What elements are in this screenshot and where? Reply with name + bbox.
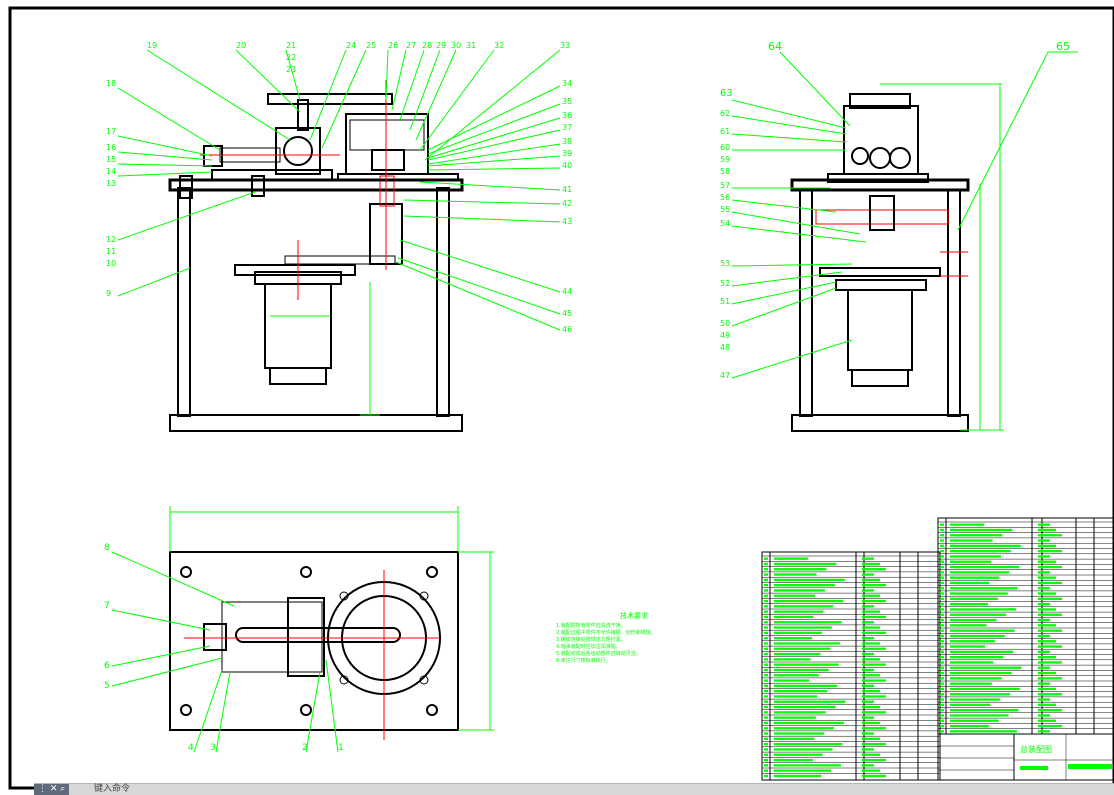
balloon-46: 46 — [562, 325, 572, 334]
balloon-56: 56 — [720, 193, 730, 202]
balloon-49: 49 — [720, 331, 730, 340]
drawing-name: 总装配图 — [1020, 744, 1052, 754]
balloon-29: 29 — [436, 41, 446, 50]
balloon-31: 31 — [466, 41, 476, 50]
front-view-balloons: 19 20 21 22 23 24 25 26 27 28 29 30 31 3… — [106, 41, 572, 334]
balloon-50: 50 — [720, 319, 730, 328]
balloon-1: 1 — [338, 743, 344, 753]
technical-requirements: 技术要求 1.装配前所有零件应清洗干净。 2.装配过程中零件不允许磕碰、划伤和锈… — [556, 611, 656, 664]
balloon-62: 62 — [720, 109, 730, 118]
parts-list — [761, 517, 1114, 781]
balloon-2: 2 — [302, 743, 308, 753]
balloon-35: 35 — [562, 97, 572, 106]
balloon-42: 42 — [562, 199, 572, 208]
tech-req-line-5: 5.装配完成后各运动部件应转动灵活。 — [556, 650, 641, 657]
command-line-bar[interactable]: ⋮ ✕ ⌕ 键入命令 — [34, 783, 1114, 795]
command-line-controls[interactable]: ⋮ ✕ ⌕ — [34, 784, 70, 795]
balloon-30: 30 — [451, 41, 461, 50]
balloon-51: 51 — [720, 297, 730, 306]
balloon-43: 43 — [562, 217, 572, 226]
balloon-65: 65 — [1056, 40, 1070, 53]
balloon-37: 37 — [562, 123, 572, 132]
balloon-19: 19 — [147, 41, 157, 50]
side-view-balloons: 64 65 63 62 61 60 59 58 57 56 55 54 53 5… — [720, 40, 1070, 380]
title-block: 总装配图 — [937, 733, 1114, 781]
balloon-40: 40 — [562, 161, 572, 170]
top-view — [169, 551, 459, 731]
tech-req-line-3: 3.螺纹连接处按规定力矩拧紧。 — [556, 636, 626, 643]
side-view — [790, 93, 970, 432]
balloon-4: 4 — [188, 743, 194, 753]
balloon-41: 41 — [562, 185, 572, 194]
balloon-64: 64 — [768, 40, 782, 53]
balloon-7: 7 — [104, 601, 110, 611]
balloon-24: 24 — [346, 41, 356, 50]
balloon-16: 16 — [106, 143, 116, 152]
balloon-53: 53 — [720, 259, 730, 268]
balloon-18: 18 — [106, 79, 116, 88]
balloon-55: 55 — [720, 205, 730, 214]
front-view-leaders — [117, 49, 561, 416]
side-view-leaders — [731, 51, 1078, 431]
top-view-centerlines — [184, 570, 440, 740]
balloon-34: 34 — [562, 79, 572, 88]
balloon-22: 22 — [286, 53, 296, 62]
balloon-61: 61 — [720, 127, 730, 136]
balloon-36: 36 — [562, 111, 572, 120]
balloon-39: 39 — [562, 149, 572, 158]
balloon-9: 9 — [106, 289, 111, 298]
balloon-13: 13 — [106, 179, 116, 188]
balloon-47: 47 — [720, 371, 730, 380]
balloon-17: 17 — [106, 127, 116, 136]
balloon-11: 11 — [106, 247, 116, 256]
balloon-8: 8 — [104, 543, 110, 553]
balloon-6: 6 — [104, 661, 110, 671]
front-view — [168, 93, 464, 432]
command-input[interactable]: 键入命令 — [94, 784, 131, 794]
balloon-23: 23 — [286, 65, 296, 74]
balloon-14: 14 — [106, 167, 116, 176]
balloon-60: 60 — [720, 143, 730, 152]
tech-req-line-6: 6.未注尺寸按标准执行。 — [556, 657, 611, 664]
balloon-10: 10 — [106, 259, 116, 268]
balloon-20: 20 — [236, 41, 246, 50]
balloon-59: 59 — [720, 155, 730, 164]
tech-req-line-1: 1.装配前所有零件应清洗干净。 — [556, 622, 626, 629]
balloon-21: 21 — [286, 41, 296, 50]
balloon-3: 3 — [210, 743, 216, 753]
tech-req-line-2: 2.装配过程中零件不允许磕碰、划伤和锈蚀。 — [556, 629, 656, 636]
balloon-58: 58 — [720, 167, 730, 176]
balloon-57: 57 — [720, 181, 730, 190]
balloon-44: 44 — [562, 287, 572, 296]
balloon-5: 5 — [104, 681, 110, 691]
top-view-balloons: 8 7 6 5 4 3 2 1 — [104, 543, 344, 753]
tech-req-title: 技术要求 — [620, 611, 648, 620]
balloon-28: 28 — [422, 41, 432, 50]
balloon-38: 38 — [562, 137, 572, 146]
balloon-26: 26 — [388, 41, 398, 50]
balloon-32: 32 — [494, 41, 504, 50]
balloon-27: 27 — [406, 41, 416, 50]
front-view-centerlines — [200, 80, 387, 300]
top-view-dimensions — [111, 506, 494, 753]
balloon-48: 48 — [720, 343, 730, 352]
balloon-12: 12 — [106, 235, 116, 244]
balloon-25: 25 — [366, 41, 376, 50]
balloon-45: 45 — [562, 309, 572, 318]
tech-req-line-4: 4.轴承装配时应加注润滑脂。 — [556, 643, 621, 650]
balloon-54: 54 — [720, 219, 730, 228]
balloon-15: 15 — [106, 155, 116, 164]
balloon-33: 33 — [560, 41, 570, 50]
balloon-52: 52 — [720, 279, 730, 288]
balloon-63: 63 — [720, 88, 733, 99]
